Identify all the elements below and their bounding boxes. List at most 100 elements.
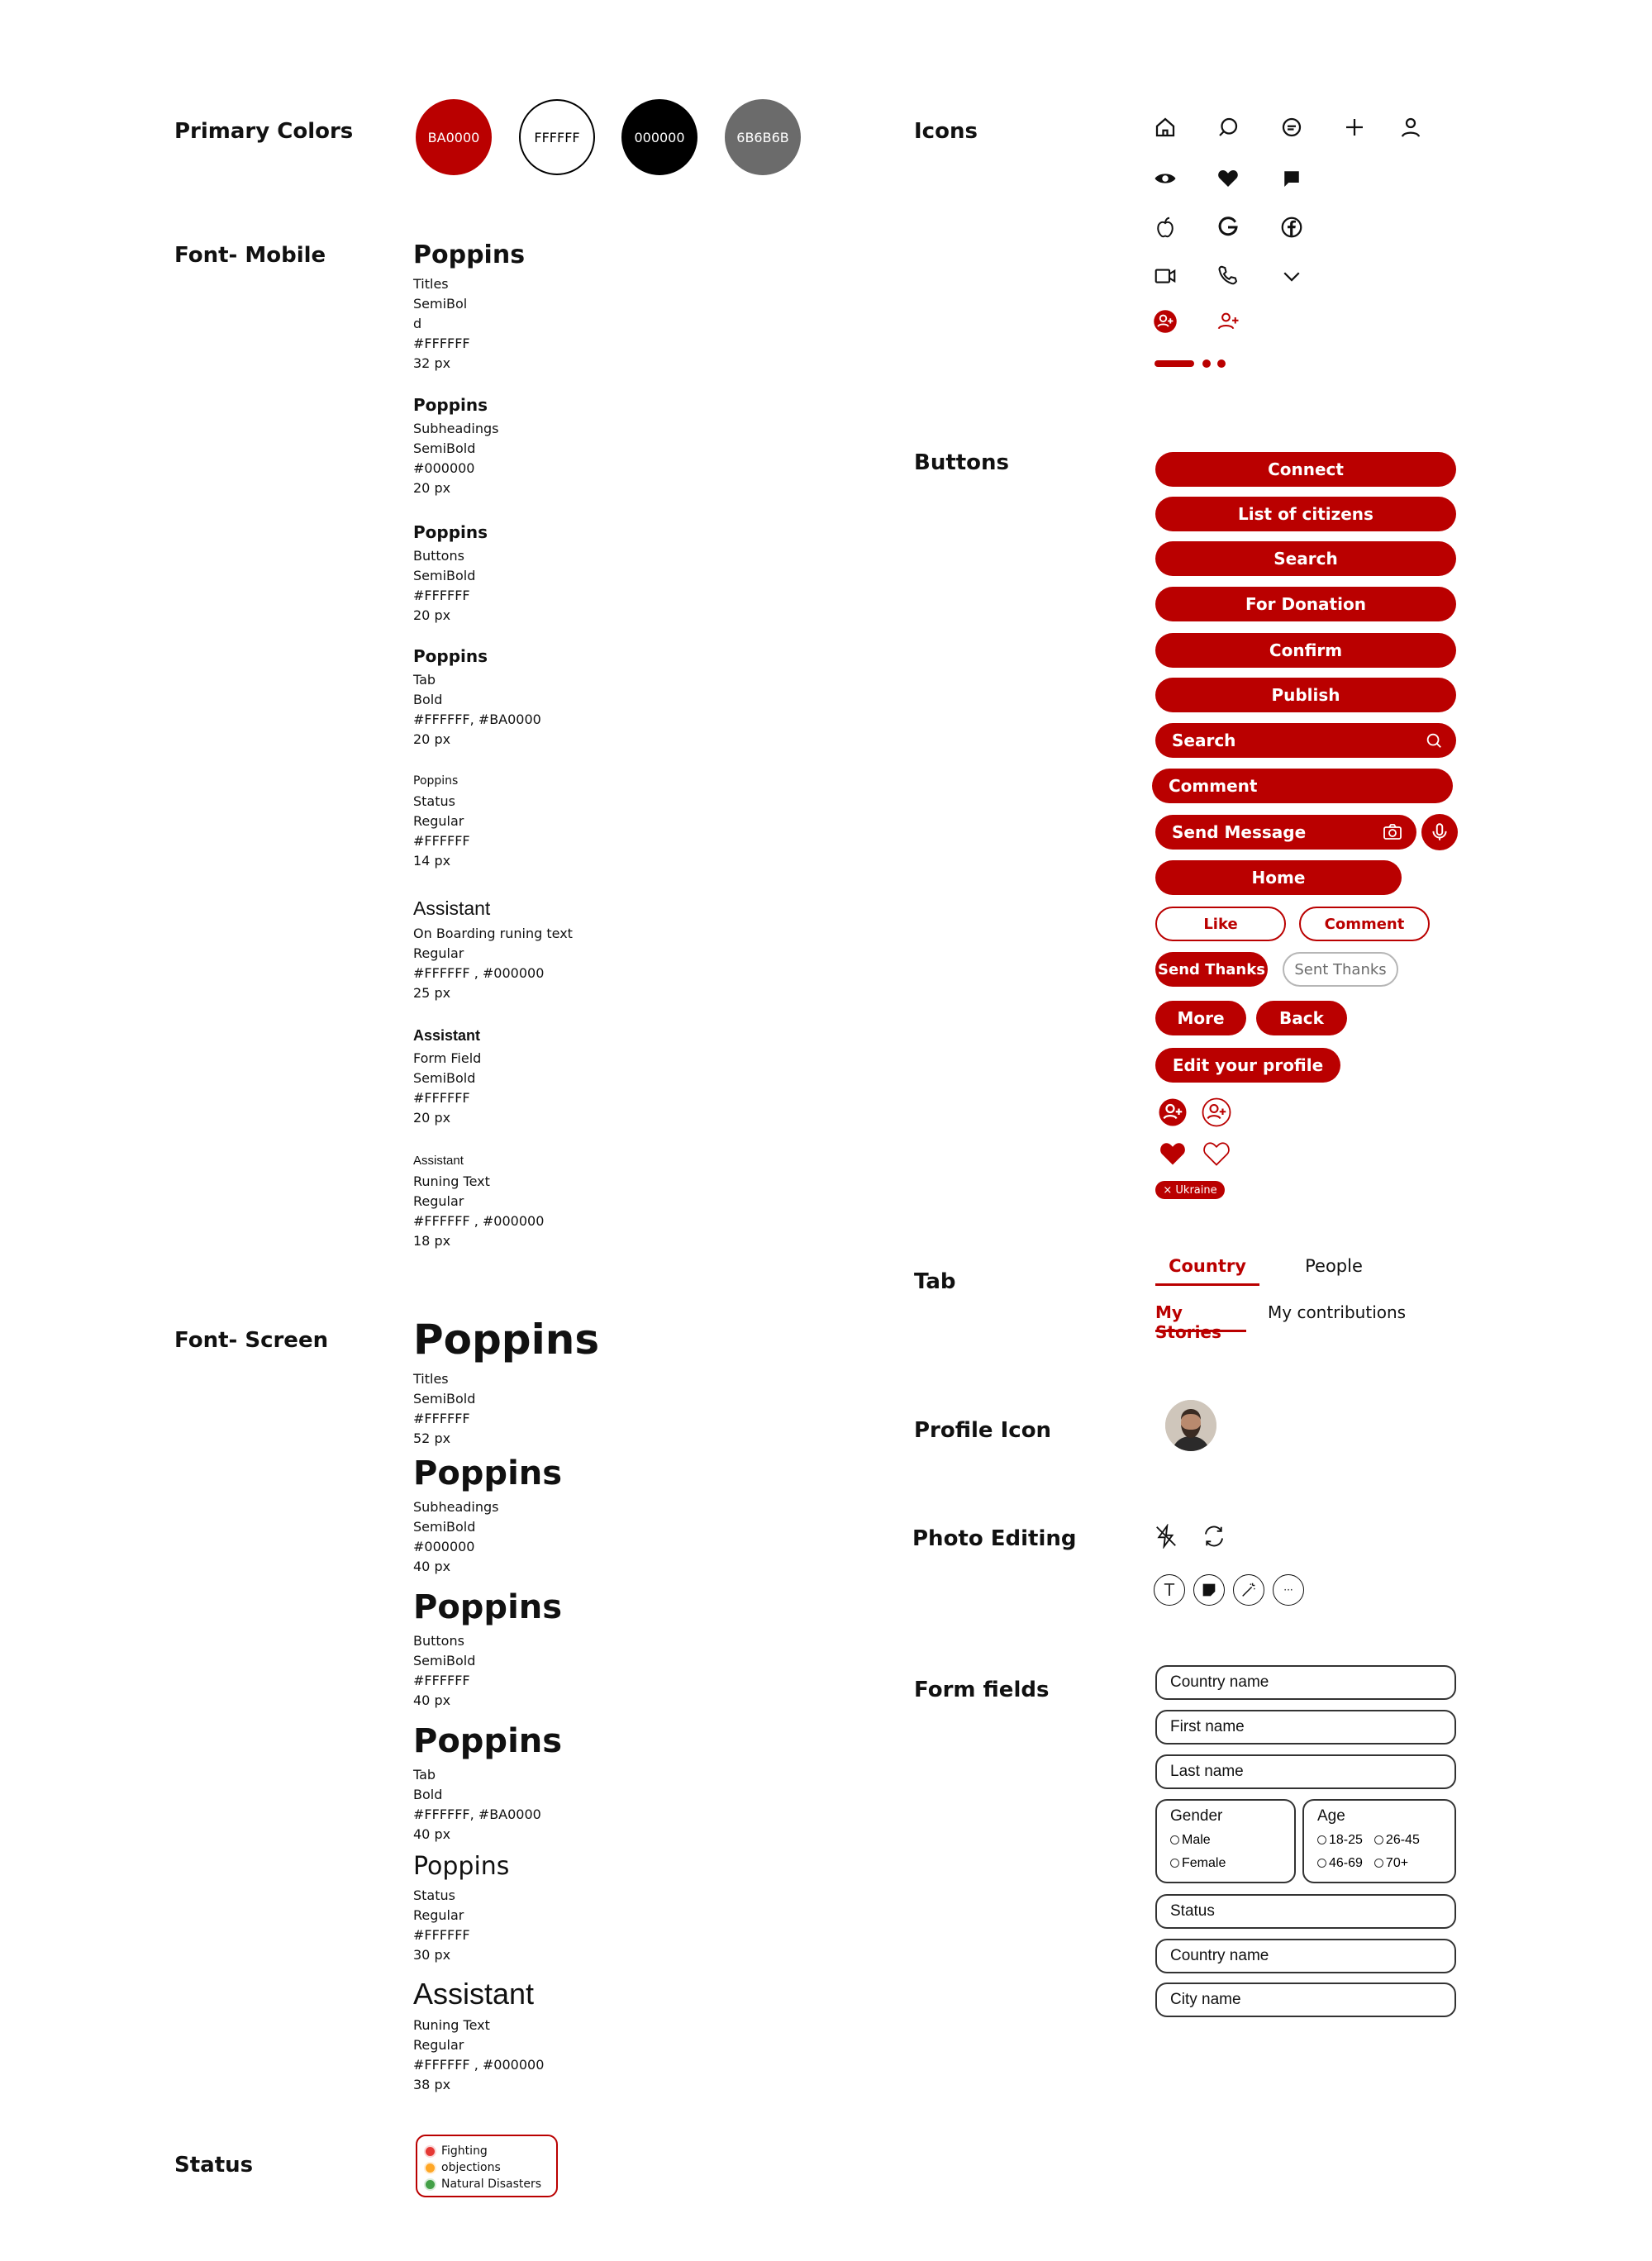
font-spec-line: SemiBold — [413, 1653, 476, 1668]
font-spec-line: 20 px — [413, 607, 451, 623]
add-user-filled-icon[interactable] — [1157, 1097, 1188, 1128]
radio-button[interactable] — [1170, 1835, 1179, 1845]
sticker-tool-button[interactable] — [1193, 1574, 1225, 1606]
font-spec-line: 40 px — [413, 1559, 451, 1574]
gender-field[interactable]: Gender Male Female — [1155, 1799, 1296, 1883]
radio-button[interactable] — [1317, 1835, 1326, 1845]
font-spec-name: Poppins — [413, 1454, 563, 1492]
microphone-button[interactable] — [1421, 814, 1458, 850]
search-bar-button[interactable]: Search — [1155, 723, 1456, 758]
font-spec-line: SemiBold — [413, 1070, 476, 1086]
chat-icon[interactable] — [1278, 113, 1306, 141]
tab-people[interactable]: People — [1291, 1256, 1377, 1286]
for-donation-button[interactable]: For Donation — [1155, 587, 1456, 621]
tab-my-stories-label: My Stories — [1155, 1302, 1221, 1342]
send-message-button[interactable]: Send Message — [1155, 815, 1416, 850]
font-spec-line: 40 px — [413, 1826, 451, 1842]
age-option[interactable]: 26-45 — [1373, 1829, 1420, 1852]
radio-button[interactable] — [1373, 1859, 1383, 1868]
color-swatch: 6B6B6B — [725, 99, 801, 175]
comment-outline-button[interactable]: Comment — [1299, 907, 1430, 941]
font-spec-line: Buttons — [413, 548, 464, 564]
rotate-camera-icon[interactable] — [1200, 1522, 1228, 1550]
confirm-button[interactable]: Confirm — [1155, 633, 1456, 668]
search-button[interactable]: Search — [1155, 541, 1456, 576]
radio-button[interactable] — [1317, 1859, 1326, 1868]
font-spec-line: 38 px — [413, 2077, 451, 2092]
font-spec-line: Regular — [413, 1193, 464, 1209]
plus-icon[interactable] — [1340, 113, 1369, 141]
age-option-label: 26-45 — [1385, 1833, 1420, 1847]
age-option-label: 70+ — [1385, 1856, 1409, 1870]
add-user-filled-icon[interactable] — [1151, 307, 1179, 336]
radio-button[interactable] — [1373, 1835, 1383, 1845]
font-spec-line: 18 px — [413, 1233, 451, 1249]
eye-icon[interactable] — [1151, 164, 1179, 193]
send-thanks-button[interactable]: Send Thanks — [1155, 952, 1268, 987]
user-icon[interactable] — [1397, 113, 1425, 141]
facebook-icon[interactable] — [1278, 213, 1306, 241]
google-icon[interactable] — [1214, 213, 1242, 241]
back-button[interactable]: Back — [1256, 1001, 1347, 1035]
tab-country[interactable]: Country — [1155, 1256, 1259, 1286]
apple-icon[interactable] — [1151, 213, 1179, 241]
like-button[interactable]: Like — [1155, 907, 1286, 941]
camera-icon[interactable] — [1382, 822, 1403, 842]
first-name-field[interactable]: First name — [1155, 1710, 1456, 1745]
age-option[interactable]: 70+ — [1373, 1852, 1409, 1875]
country-name-field[interactable]: Country name — [1155, 1665, 1456, 1700]
age-option[interactable]: 18-25 — [1317, 1829, 1363, 1852]
connect-button[interactable]: Connect — [1155, 452, 1456, 487]
last-name-field[interactable]: Last name — [1155, 1754, 1456, 1789]
tab-title: Tab — [914, 1269, 956, 1294]
avatar[interactable] — [1165, 1400, 1216, 1451]
status-title: Status — [174, 2153, 254, 2178]
search-icon[interactable] — [1214, 113, 1242, 141]
phone-icon[interactable] — [1214, 262, 1242, 290]
heart-icon[interactable] — [1214, 164, 1242, 193]
magic-wand-button[interactable] — [1233, 1574, 1264, 1606]
message-icon[interactable] — [1278, 164, 1306, 193]
more-button[interactable]: More — [1155, 1001, 1246, 1035]
font-spec-line: 25 px — [413, 985, 451, 1001]
font-spec-line: Regular — [413, 1907, 464, 1923]
font-mobile-title: Font- Mobile — [174, 243, 326, 268]
publish-button[interactable]: Publish — [1155, 678, 1456, 712]
gender-option-male[interactable]: Male — [1170, 1829, 1281, 1852]
flash-off-icon[interactable] — [1152, 1522, 1180, 1550]
chevron-down-icon[interactable] — [1278, 262, 1306, 290]
home-button[interactable]: Home — [1155, 860, 1402, 895]
edit-profile-button[interactable]: Edit your profile — [1155, 1048, 1340, 1083]
font-spec-name: Assistant — [413, 1977, 535, 2011]
font-spec-line: Buttons — [413, 1633, 464, 1649]
sent-thanks-button[interactable]: Sent Thanks — [1283, 952, 1398, 987]
age-field[interactable]: Age 18-25 26-45 46-69 70+ — [1302, 1799, 1456, 1883]
tab-my-stories[interactable]: My Stories — [1155, 1302, 1246, 1342]
country-name-field-2[interactable]: Country name — [1155, 1939, 1456, 1973]
radio-button[interactable] — [1170, 1859, 1179, 1868]
gender-option-female[interactable]: Female — [1170, 1852, 1281, 1875]
heart-outline-icon[interactable] — [1201, 1138, 1232, 1169]
search-bar-label: Search — [1172, 731, 1236, 750]
add-user-outline-icon[interactable] — [1201, 1097, 1232, 1128]
status-field[interactable]: Status — [1155, 1894, 1456, 1929]
send-message-label: Send Message — [1172, 822, 1307, 842]
status-dot — [426, 2146, 435, 2156]
home-icon[interactable] — [1151, 113, 1179, 141]
list-of-citizens-button[interactable]: List of citizens — [1155, 497, 1456, 531]
video-icon[interactable] — [1151, 262, 1179, 290]
pager-dots-icon — [1154, 359, 1245, 369]
age-option[interactable]: 46-69 — [1317, 1852, 1363, 1875]
city-name-field[interactable]: City name — [1155, 1983, 1456, 2017]
font-spec-line: SemiBold — [413, 1519, 476, 1535]
add-user-icon[interactable] — [1214, 307, 1242, 336]
heart-filled-icon[interactable] — [1157, 1138, 1188, 1169]
tab-my-contributions[interactable]: My contributions — [1268, 1302, 1458, 1332]
font-spec-line: #FFFFFF — [413, 1411, 470, 1426]
more-tools-button[interactable]: ··· — [1273, 1574, 1304, 1606]
comment-button[interactable]: Comment — [1152, 769, 1453, 803]
text-tool-button[interactable]: T — [1154, 1574, 1185, 1606]
ukraine-chip[interactable]: × Ukraine — [1155, 1181, 1225, 1199]
